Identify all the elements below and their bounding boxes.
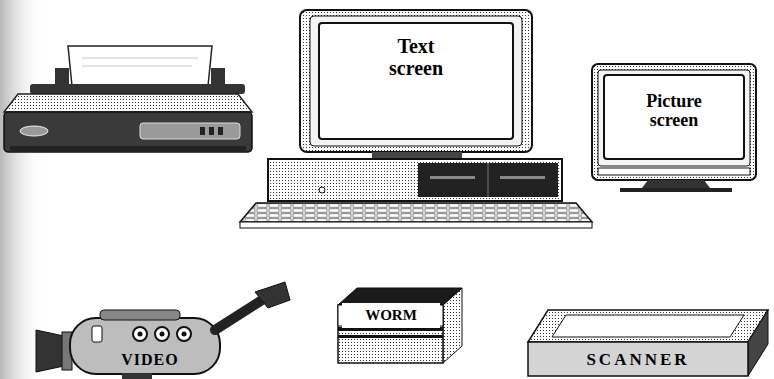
node-text: Text screen [371, 36, 461, 79]
monitor-stand [372, 152, 462, 159]
camera-button [155, 327, 169, 341]
camera-button [133, 327, 147, 341]
drive-stripe [338, 335, 443, 338]
scanner-front [528, 342, 748, 376]
node-text: WORM [365, 307, 417, 324]
scanner [528, 310, 768, 376]
button-dot [138, 332, 143, 337]
paper-lines [82, 58, 198, 66]
camera-lens-hood [36, 330, 64, 372]
drive-slot [430, 176, 475, 179]
printer-top [4, 94, 252, 112]
camera-handle [100, 310, 180, 320]
worm-label: WORM [342, 303, 440, 328]
monitor-stand [642, 180, 710, 188]
picture-monitor [592, 64, 756, 192]
picture-screen: Picture screen [603, 74, 745, 160]
keyboard [240, 203, 592, 222]
scanner-glass [552, 315, 744, 337]
printer-paper [68, 46, 212, 86]
monitor-frame [598, 70, 750, 166]
scanner-side [748, 310, 768, 376]
system-case [268, 159, 562, 201]
camera-button [177, 327, 191, 341]
printer-button [218, 127, 223, 135]
video-camera [36, 282, 290, 379]
scanner-label: SCANNER [540, 346, 736, 374]
bay-divider [488, 163, 489, 197]
camera-arm [215, 300, 262, 330]
printer [4, 46, 252, 152]
drive-slot [500, 176, 545, 179]
text-screen: Text screen [318, 22, 514, 140]
scan-shadow [0, 0, 45, 379]
printer-front [4, 112, 252, 152]
computer [240, 10, 592, 228]
monitor-frame [310, 16, 522, 146]
node-text: VIDEO [121, 351, 178, 369]
printer-button [200, 127, 205, 135]
keyboard-edge [240, 222, 592, 228]
worm-drive [338, 288, 462, 363]
power-led [319, 187, 325, 193]
scanner-top [528, 310, 768, 342]
printer-base [10, 146, 246, 152]
printer-logo [20, 126, 48, 136]
video-label: VIDEO [98, 347, 202, 373]
monitor-base [620, 188, 732, 192]
camera-slot [92, 326, 102, 342]
camera-eyepiece [255, 282, 290, 308]
button-dot [160, 332, 165, 337]
drive-bays [418, 163, 558, 197]
node-text: Picture screen [634, 92, 714, 131]
printer-button [209, 127, 214, 135]
node-text: SCANNER [586, 350, 689, 370]
button-dot [182, 332, 187, 337]
camera-body [70, 318, 220, 374]
monitor-bezel [300, 10, 532, 152]
printer-roller [30, 84, 245, 94]
camera-mount [122, 373, 152, 379]
printer-panel [140, 123, 240, 139]
monitor-lip [598, 168, 750, 175]
monitor-bezel [592, 64, 756, 180]
